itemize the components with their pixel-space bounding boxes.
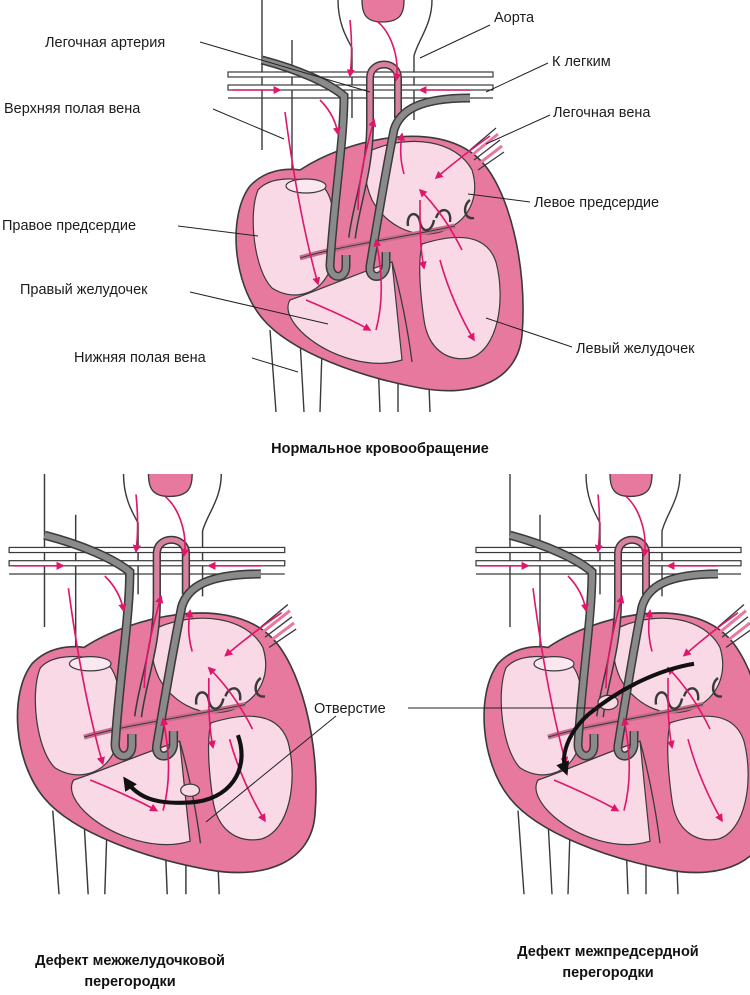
caption-vsd-line2: перегородки bbox=[84, 974, 175, 990]
shunt-arrow-icon bbox=[123, 734, 244, 805]
caption-asd-line2: перегородки bbox=[562, 965, 653, 981]
label-opening: Отверстие bbox=[314, 701, 386, 717]
vsd-heart-diagram: Дефект межжелудочковой перегородки bbox=[9, 474, 316, 990]
asd-heart-illustration bbox=[476, 474, 750, 894]
label-pulmonary-vein: Легочная вена bbox=[553, 105, 651, 121]
asd-opening bbox=[597, 694, 619, 711]
shunt-arrow-icon bbox=[556, 661, 695, 776]
normal-heart-illustration bbox=[228, 0, 523, 412]
label-right-ventricle: Правый желудочек bbox=[20, 282, 148, 298]
asd-heart-diagram: Дефект межпредсердной перегородки bbox=[476, 474, 750, 981]
caption-vsd-line1: Дефект межжелудочковой bbox=[35, 953, 225, 969]
caption-asd-line1: Дефект межпредсердной bbox=[517, 944, 698, 960]
label-left-atrium: Левое предсердие bbox=[534, 195, 659, 211]
label-aorta: Аорта bbox=[494, 10, 535, 26]
vsd-opening bbox=[180, 783, 201, 797]
opening-callout: Отверстие bbox=[205, 701, 600, 823]
label-inferior-vena-cava: Нижняя полая вена bbox=[74, 350, 207, 366]
vsd-heart-illustration bbox=[9, 474, 316, 894]
normal-heart-diagram: Легочная артерия Верхняя полая вена Прав… bbox=[2, 0, 695, 457]
label-superior-vena-cava: Верхняя полая вена bbox=[4, 101, 141, 117]
label-pulmonary-artery: Легочная артерия bbox=[45, 35, 165, 51]
caption-normal-circulation: Нормальное кровообращение bbox=[271, 441, 489, 457]
label-left-ventricle: Левый желудочек bbox=[576, 341, 695, 357]
label-to-lungs: К легким bbox=[552, 54, 611, 70]
label-right-atrium: Правое предсердие bbox=[2, 218, 136, 234]
normal-leader-lines bbox=[177, 24, 573, 373]
